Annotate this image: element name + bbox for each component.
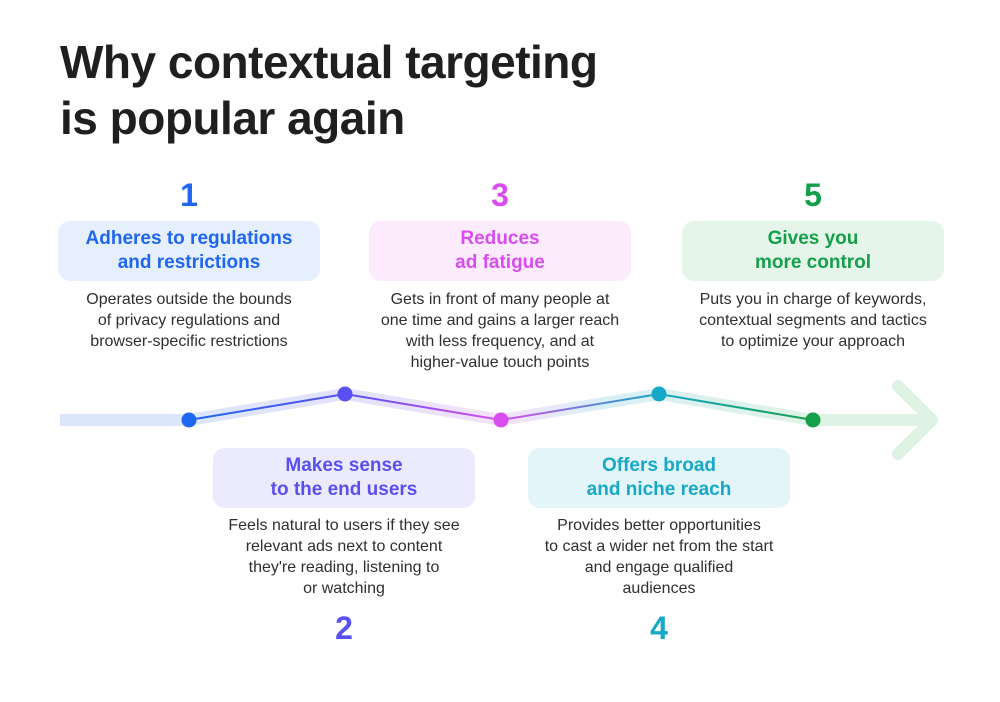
timeline-dot-2 xyxy=(337,386,353,402)
step-3-description-line: one time and gains a larger reach xyxy=(380,312,620,329)
step-5-number: 5 xyxy=(804,177,822,213)
step-2-description-line: they're reading, listening to xyxy=(248,559,440,576)
step-1-description-line: of privacy regulations and xyxy=(97,312,281,329)
step-1-description-line: browser-specific restrictions xyxy=(90,333,288,350)
title-line-1: Why contextual targeting xyxy=(60,36,598,88)
step-4-number: 4 xyxy=(650,610,668,646)
step-5-heading-line: more control xyxy=(754,252,872,273)
step-2-heading: Makes sense to the end users xyxy=(213,448,475,508)
step-4-heading-line: and niche reach xyxy=(586,479,732,500)
timeline-dot-4 xyxy=(651,386,667,402)
step-4-description-line: Provides better opportunities xyxy=(557,517,761,534)
timeline-dot-3 xyxy=(493,412,509,428)
step-5-description-line: Puts you in charge of keywords, xyxy=(699,291,927,308)
step-1-description-line: Operates outside the bounds xyxy=(86,291,292,308)
step-1-heading-line: Adheres to regulations xyxy=(85,228,293,249)
title-line-2: is popular again xyxy=(60,92,405,144)
step-4-description: Provides better opportunities to cast a w… xyxy=(514,515,804,599)
step-5-heading: Gives you more control xyxy=(682,221,944,281)
step-4-description-line: to cast a wider net from the start xyxy=(544,538,774,555)
step-3-heading-line: Reduces xyxy=(460,228,540,249)
arrow-head-icon xyxy=(892,380,938,460)
step-5-heading-line: Gives you xyxy=(767,228,859,249)
step-1-number: 1 xyxy=(180,177,198,213)
step-1-heading-line: and restrictions xyxy=(117,252,261,273)
step-5-description: Puts you in charge of keywords, contextua… xyxy=(668,289,958,352)
timeline-dot-1 xyxy=(181,412,197,428)
step-2-description-line: or watching xyxy=(303,580,385,597)
step-4-description-line: audiences xyxy=(622,580,696,597)
step-4-description-line: and engage qualified xyxy=(584,559,734,576)
step-3-description-line: with less frequency, and at xyxy=(405,333,595,350)
step-3-description-line: higher-value touch points xyxy=(410,354,590,371)
step-3-heading-line: ad fatigue xyxy=(455,252,545,273)
step-1-description: Operates outside the bounds of privacy re… xyxy=(44,289,334,352)
step-2-description-line: relevant ads next to content xyxy=(245,538,443,555)
step-3-description-line: Gets in front of many people at xyxy=(390,291,610,308)
timeline-dot-5 xyxy=(805,412,821,428)
page-title: Why contextual targeting is popular agai… xyxy=(60,34,700,146)
step-2-number: 2 xyxy=(335,610,353,646)
step-2-description: Feels natural to users if they see releva… xyxy=(199,515,489,599)
step-3-number: 3 xyxy=(491,177,509,213)
step-3-description: Gets in front of many people at one time … xyxy=(355,289,645,373)
step-4-heading-line: Offers broad xyxy=(601,455,717,476)
step-2-heading-line: to the end users xyxy=(270,479,418,500)
step-4-heading: Offers broad and niche reach xyxy=(528,448,790,508)
step-2-heading-line: Makes sense xyxy=(285,455,403,476)
step-2-description-line: Feels natural to users if they see xyxy=(228,517,460,534)
step-5-description-line: contextual segments and tactics xyxy=(699,312,927,329)
step-1-heading: Adheres to regulations and restrictions xyxy=(58,221,320,281)
step-5-description-line: to optimize your approach xyxy=(720,333,906,350)
step-3-heading: Reduces ad fatigue xyxy=(369,221,631,281)
